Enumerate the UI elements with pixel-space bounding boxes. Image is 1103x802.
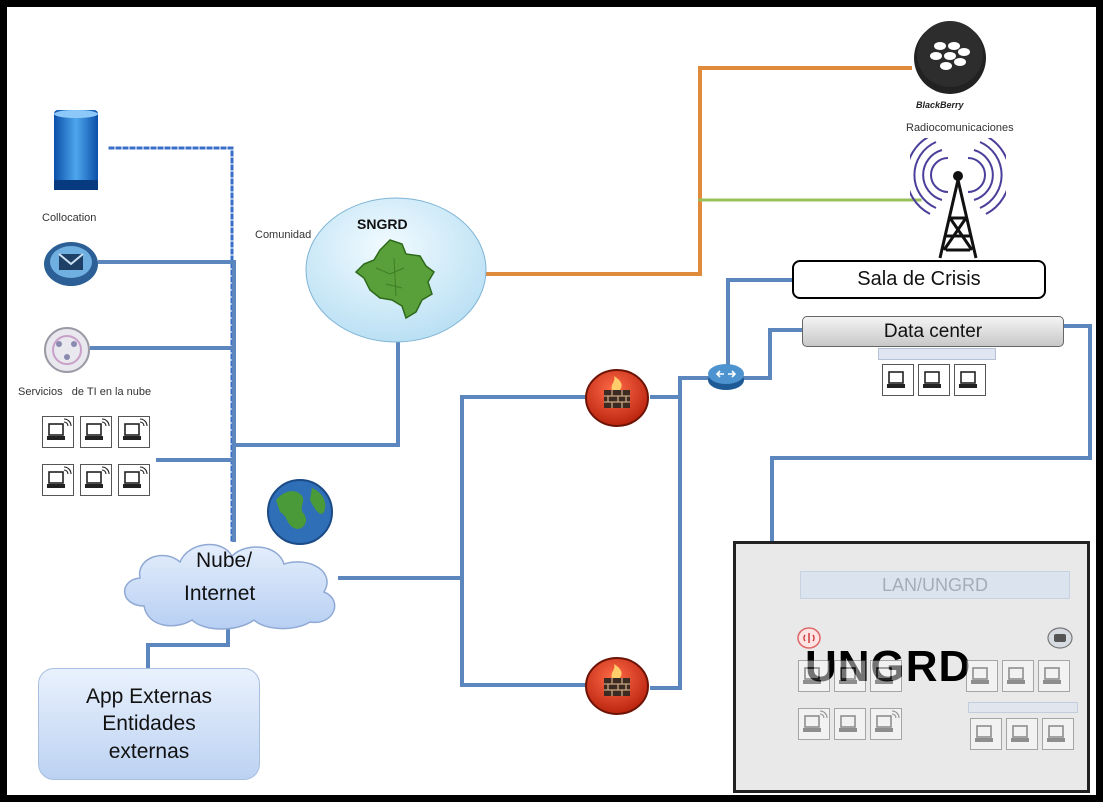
internet-firewall-link xyxy=(338,395,592,580)
lan-ungrd-box: LAN/UNGRD xyxy=(800,571,1070,599)
blackberry-label: BlackBerry xyxy=(916,100,964,110)
computer-terminal-icon xyxy=(798,708,830,740)
collocation-label: Collocation xyxy=(42,212,97,224)
external-apps-box: App Externas Entidades externas xyxy=(38,668,260,780)
app-link xyxy=(146,618,230,672)
computer-terminal-icon xyxy=(970,718,1002,750)
computer-terminal-icon xyxy=(1038,660,1070,692)
wireless-router-icon xyxy=(796,626,822,655)
sngrd-label: SNGRD xyxy=(357,216,408,232)
colombia-map-icon xyxy=(346,238,442,325)
earth-globe-icon xyxy=(262,478,342,551)
radio-label: Radiocomunicaciones xyxy=(906,122,1014,134)
computer-terminal-icon xyxy=(870,660,902,692)
comunidad-label: Comunidad xyxy=(255,229,312,241)
computer-terminal-icon xyxy=(118,464,150,496)
data-center-switch xyxy=(878,348,996,360)
computer-terminal-icon xyxy=(870,708,902,740)
router-icon xyxy=(706,358,746,397)
collocation-link xyxy=(108,146,234,542)
data-center-box: Data center xyxy=(802,316,1064,347)
computer-terminal-icon xyxy=(966,660,998,692)
computer-terminal-icon xyxy=(42,416,74,448)
ungrd-switch xyxy=(968,702,1078,713)
computer-terminal-icon xyxy=(1042,718,1074,750)
firewall2-router-link xyxy=(650,376,682,690)
internet-cloud-icon xyxy=(114,536,350,637)
cloud-services-label: Servicios de TI en la nube xyxy=(18,386,152,398)
server-rack-icon xyxy=(48,108,104,199)
sngrd-blackberry-link xyxy=(484,66,912,276)
firewall-icon-2 xyxy=(584,656,650,721)
computer-terminal-icon xyxy=(834,660,866,692)
computer-terminal-icon xyxy=(834,708,866,740)
computer-terminal-icon xyxy=(798,660,830,692)
network-device-icon xyxy=(1046,626,1074,655)
crisis-room-box: Sala de Crisis xyxy=(792,260,1046,299)
firewall-icon xyxy=(584,368,650,433)
app-line-1: App Externas xyxy=(85,685,213,709)
app-line-3: externas xyxy=(108,739,190,763)
router-datacenter-link xyxy=(742,328,806,380)
router-sala-link xyxy=(726,278,796,368)
computer-terminal-icon xyxy=(1002,660,1034,692)
internet-firewall2-link xyxy=(460,576,592,687)
computer-terminal-icon xyxy=(118,416,150,448)
mail-envelope-icon xyxy=(42,240,100,293)
computer-terminal-icon xyxy=(80,464,112,496)
ungrd-title: UNGRD xyxy=(805,642,972,691)
app-line-2: Entidades xyxy=(102,712,196,736)
nube-label: Nube/ xyxy=(196,549,253,572)
computer-terminal-icon xyxy=(918,364,950,396)
blackberry-logo-icon xyxy=(912,20,988,101)
internet-label: Internet xyxy=(184,582,256,605)
radio-tower-icon xyxy=(905,135,1011,267)
computer-terminal-icon xyxy=(42,464,74,496)
computer-terminal-icon xyxy=(882,364,914,396)
computer-terminal-icon xyxy=(954,364,986,396)
globe-nodes-icon xyxy=(42,326,92,379)
computer-terminal-icon xyxy=(1006,718,1038,750)
computer-terminal-icon xyxy=(80,416,112,448)
community-link xyxy=(232,336,400,447)
